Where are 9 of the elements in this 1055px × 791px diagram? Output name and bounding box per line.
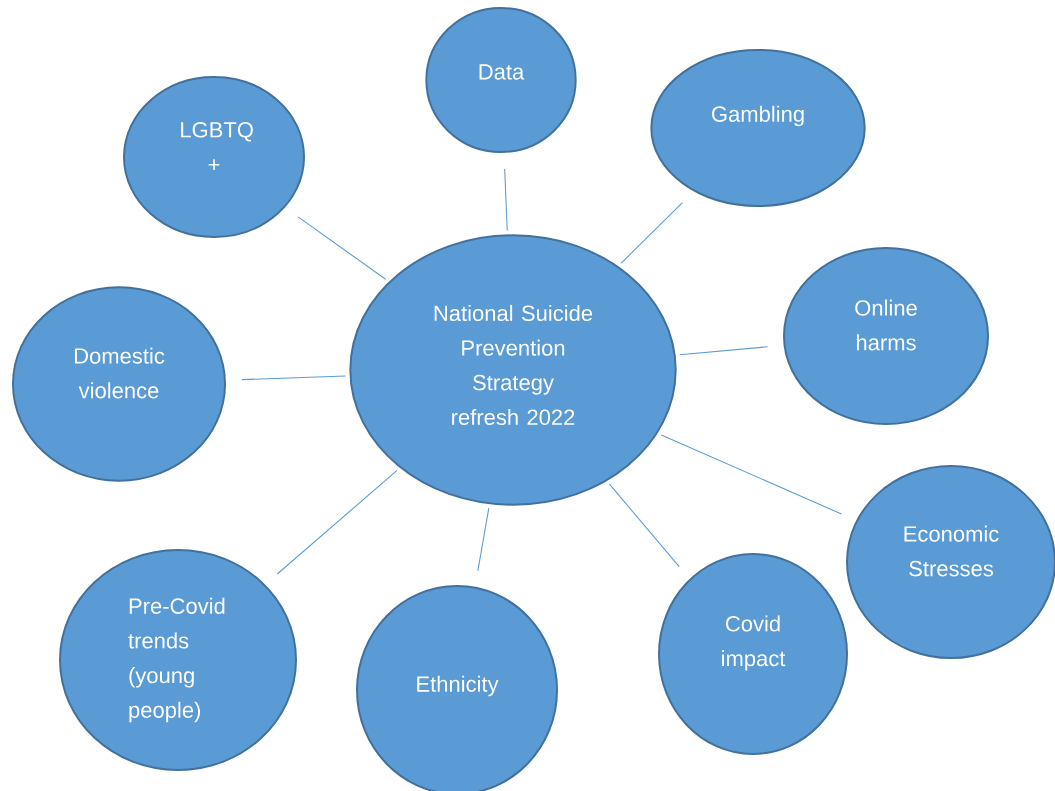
connector-line bbox=[608, 483, 680, 568]
connector-line bbox=[276, 470, 398, 575]
connector-line bbox=[504, 168, 508, 231]
connector-line bbox=[241, 375, 347, 381]
connector-line bbox=[477, 507, 490, 572]
connector-line bbox=[297, 216, 387, 280]
connector-line bbox=[660, 434, 843, 515]
connector-line bbox=[620, 202, 683, 264]
connector-line bbox=[679, 346, 769, 356]
